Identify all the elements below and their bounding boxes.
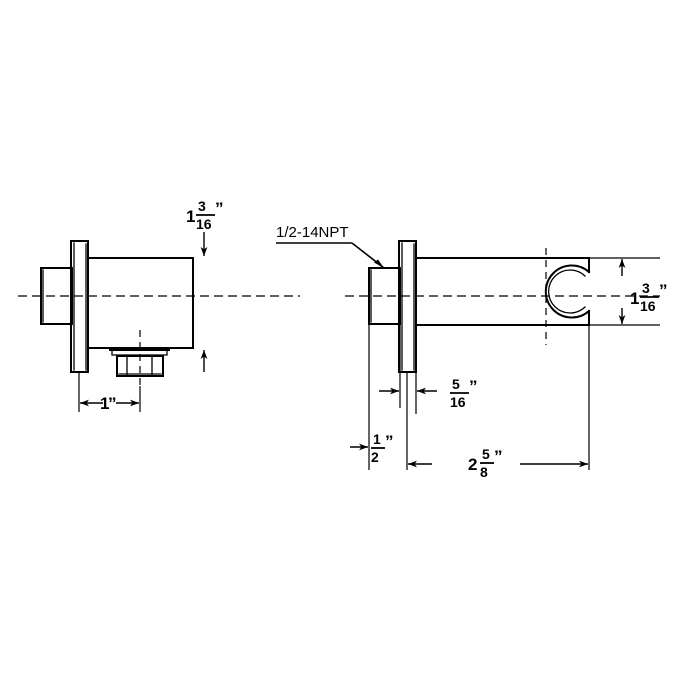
dim-body-height-left-text: 1 3 16 ” (186, 198, 224, 232)
dim-12-unit: ” (385, 432, 394, 451)
dim-1in-unit: ” (108, 394, 117, 413)
dim-inlet-length: 1 2 ” (350, 324, 408, 470)
dim-1in-whole: 1 (100, 394, 109, 413)
right-flange-plate (398, 240, 417, 373)
dim-body-height-left: 1 3 16 ” (186, 198, 224, 372)
dim-flange-to-nut-text: 1 ” (100, 394, 117, 413)
dim-left-height-numerator: 3 (198, 198, 206, 214)
dim-258-whole: 2 (468, 455, 477, 474)
dim-516-denominator: 16 (450, 394, 466, 410)
left-view-group: 1 3 16 ” 1 ” (18, 198, 300, 413)
dim-body-height-right: 1 3 16 ” (589, 257, 668, 326)
npt-note-label: 1/2-14NPT (276, 224, 349, 241)
dim-overall-length: 2 5 8 ” (408, 325, 590, 480)
right-view-group: 1/2-14NPT 1 3 16 ” (276, 224, 668, 480)
dim-overall-length-text: 2 5 8 ” (468, 446, 503, 480)
dim-516-unit: ” (469, 377, 478, 396)
dim-right-height-numerator: 3 (642, 280, 650, 296)
dim-flange-thickness: 5 16 ” (379, 324, 478, 414)
dim-258-numerator: 5 (482, 446, 490, 462)
dim-12-numerator: 1 (373, 431, 381, 447)
dim-right-height-text: 1 3 16 ” (630, 280, 668, 314)
dim-flange-thickness-text: 5 16 ” (450, 376, 478, 410)
npt-note-group: 1/2-14NPT (276, 224, 385, 269)
npt-leader-arrowhead (374, 259, 384, 268)
dim-left-height-whole: 1 (186, 207, 195, 226)
dim-left-height-unit: ” (215, 199, 224, 218)
dim-right-height-denominator: 16 (640, 298, 656, 314)
dim-258-unit: ” (494, 447, 503, 466)
dim-12-denominator: 2 (371, 449, 379, 465)
left-flange-plate (70, 240, 89, 373)
holder-c-clip (544, 264, 591, 319)
dim-right-height-unit: ” (659, 281, 668, 300)
right-arm-body (415, 257, 590, 326)
dim-516-numerator: 5 (452, 376, 460, 392)
dim-left-height-denominator: 16 (196, 216, 212, 232)
dim-right-height-whole: 1 (630, 289, 639, 308)
dim-flange-to-nut: 1 ” (78, 372, 141, 413)
left-outlet-collar (109, 347, 170, 356)
left-hex-nut (116, 355, 164, 377)
dim-258-denominator: 8 (480, 464, 488, 480)
dim-inlet-length-text: 1 2 ” (371, 431, 394, 465)
